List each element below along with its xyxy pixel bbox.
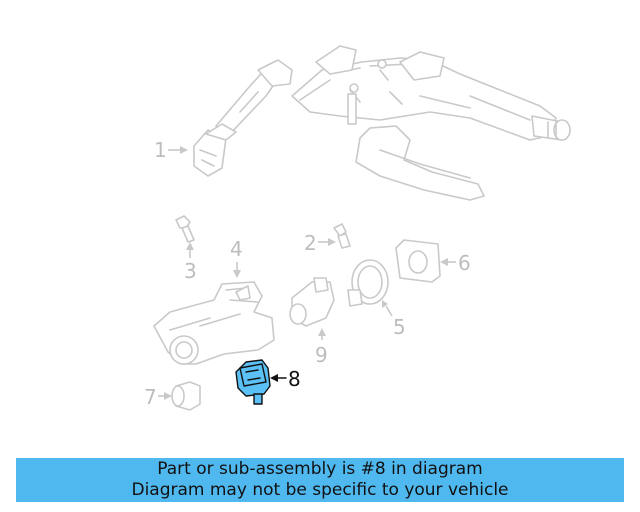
- bolt-part-2: [333, 223, 351, 249]
- callout-2-label: 2: [304, 231, 317, 255]
- bolt-part-3: [175, 215, 195, 243]
- callout-8-label: 8: [288, 367, 301, 391]
- switch-part-9: [289, 277, 335, 327]
- lock-cylinder-part-7: [171, 381, 201, 411]
- bracket-part-6: [395, 239, 441, 283]
- callout-6-label: 6: [458, 251, 471, 275]
- callout-1-label: 1: [154, 138, 167, 162]
- banner-line-1: Part or sub-assembly is #8 in diagram: [157, 459, 483, 479]
- ignition-housing-part-4: [153, 281, 275, 365]
- banner-line-2: Diagram may not be specific to your vehi…: [131, 480, 509, 500]
- steering-column-part: [193, 45, 571, 201]
- callout-4-label: 4: [230, 237, 243, 261]
- ignition-switch-part-8-highlighted: [235, 359, 271, 405]
- callout-3-label: 3: [184, 259, 197, 283]
- callout-9-label: 9: [315, 343, 328, 367]
- ring-part-5: [347, 259, 389, 307]
- info-banner: Part or sub-assembly is #8 in diagram Di…: [16, 458, 624, 502]
- callout-7-label: 7: [144, 385, 157, 409]
- parts-diagram: 1 3 2 6 4 9: [144, 45, 571, 411]
- callout-5-label: 5: [393, 315, 406, 339]
